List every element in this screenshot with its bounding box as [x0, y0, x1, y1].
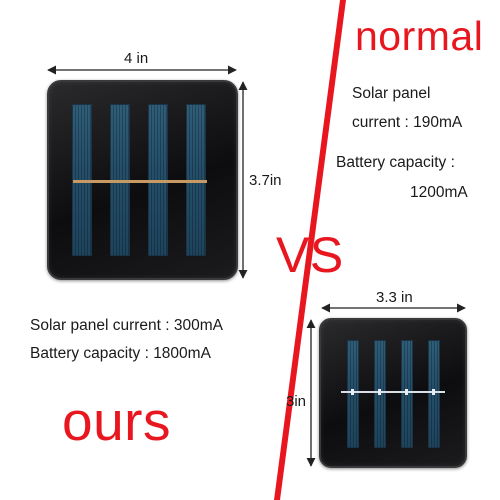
- normal-battery-label: Battery capacity :: [336, 154, 455, 171]
- normal-solar-value: current : 190mA: [352, 114, 463, 131]
- heading-vs: VS: [276, 227, 344, 283]
- solder-tab: [351, 389, 354, 395]
- normal-solar-label: Solar panel: [352, 85, 431, 102]
- busbar: [341, 391, 445, 393]
- solder-tab: [405, 389, 408, 395]
- ours-height-label: 3.7in: [249, 172, 282, 189]
- heading-ours: ours: [62, 390, 171, 452]
- solder-tab: [378, 389, 381, 395]
- normal-width-label: 3.3 in: [376, 289, 413, 306]
- ours-solar-spec: Solar panel current : 300mA: [30, 317, 223, 334]
- solar-panel-icon-ours: [47, 80, 238, 280]
- normal-height-label: 3in: [286, 393, 307, 410]
- normal-battery-value: 1200mA: [410, 184, 468, 201]
- solar-panel-icon-normal: [319, 318, 467, 468]
- ours-width-label: 4 in: [124, 50, 149, 67]
- busbar: [73, 180, 207, 183]
- ours-battery-spec: Battery capacity : 1800mA: [30, 345, 211, 362]
- solder-tab: [432, 389, 435, 395]
- heading-normal: normal: [355, 13, 484, 59]
